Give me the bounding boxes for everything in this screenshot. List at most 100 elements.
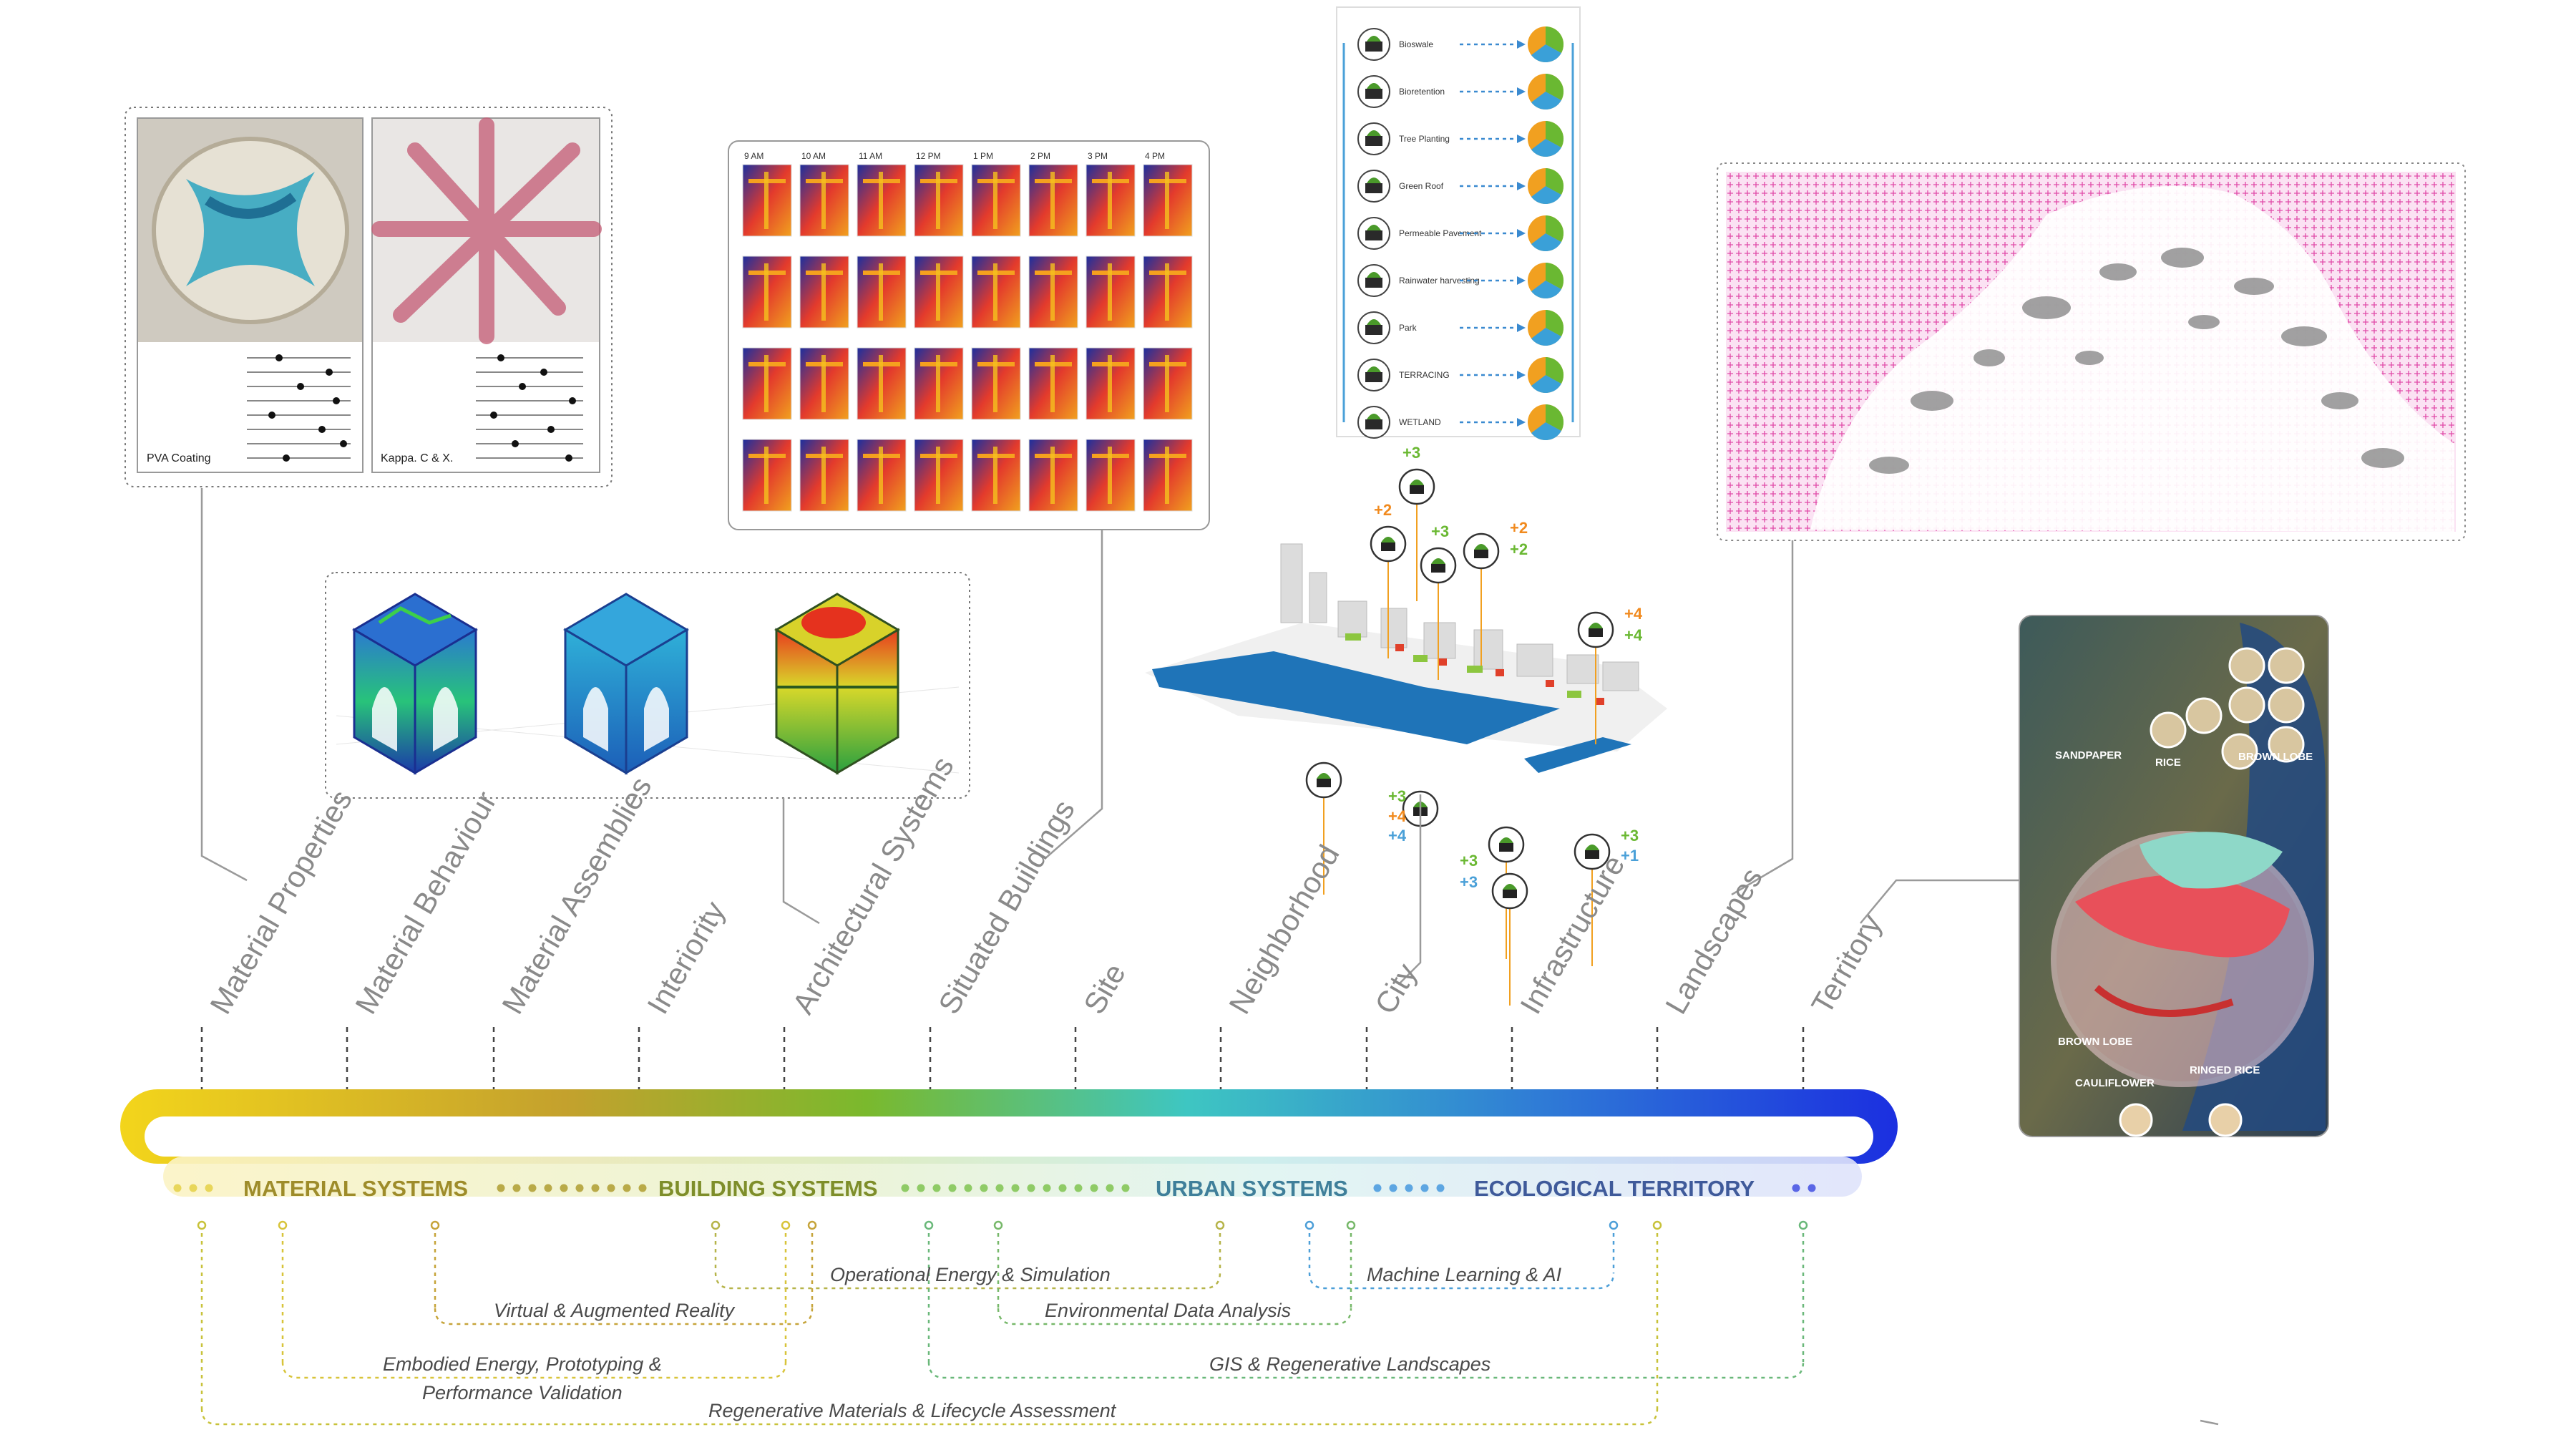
city-badge: +4 xyxy=(1388,827,1407,845)
city-badge: +3 xyxy=(1431,522,1449,540)
heatmap-band xyxy=(1050,447,1055,504)
heatmap-band xyxy=(821,447,826,504)
strategy-label: Tree Planting xyxy=(1399,134,1450,144)
band-dot xyxy=(205,1184,213,1192)
tech-connector xyxy=(714,1272,1221,1290)
strategy-icon-glyph xyxy=(1365,183,1382,193)
band-label-1: BUILDING SYSTEMS xyxy=(658,1176,878,1201)
band-dot xyxy=(1436,1184,1445,1192)
heatmap-band xyxy=(1050,172,1055,229)
band-dot xyxy=(1807,1184,1816,1192)
heatmap-band xyxy=(821,263,826,321)
strategy-pie-slice xyxy=(1546,309,1564,336)
band-dot xyxy=(917,1184,925,1192)
band-dot xyxy=(575,1184,584,1192)
material-sample-icon xyxy=(2150,711,2187,749)
strategy-icon-leaf xyxy=(1367,83,1381,89)
map-label: SANDPAPER xyxy=(2055,749,2122,762)
band-dot xyxy=(591,1184,600,1192)
tech-node xyxy=(430,1220,440,1230)
tech-connector xyxy=(281,1361,787,1379)
tech-node xyxy=(711,1220,721,1230)
strategy-icon-glyph xyxy=(1365,136,1382,146)
band-dot xyxy=(638,1184,647,1192)
tech-node xyxy=(1304,1220,1314,1230)
callout-icon-glyph xyxy=(1589,628,1603,637)
band-dot xyxy=(932,1184,941,1192)
level-label-landscapes: Landscapes xyxy=(1659,862,1769,1020)
cube-thermal xyxy=(774,593,900,775)
map-label: RINGED RICE xyxy=(2190,1064,2260,1076)
landscapes-panel xyxy=(1717,162,2466,541)
heatmap-band xyxy=(936,172,940,229)
tech-node xyxy=(993,1220,1003,1230)
heatmap-band xyxy=(993,355,997,412)
map-label: BROWN LOBE xyxy=(2058,1036,2132,1048)
city-badge: +3 xyxy=(1621,827,1639,845)
tech-node xyxy=(924,1220,934,1230)
band-dot xyxy=(1121,1184,1130,1192)
band-dot xyxy=(623,1184,631,1192)
strategy-arrow-head xyxy=(1517,135,1526,143)
level-label-material-behaviour: Material Behaviour xyxy=(348,786,503,1020)
tech-label-2: Virtual & Augmented Reality xyxy=(494,1300,736,1321)
heatmap-band xyxy=(993,172,997,229)
strategy-icon-leaf xyxy=(1367,225,1381,230)
strategy-pie-slice xyxy=(1531,281,1561,299)
band-dot xyxy=(528,1184,537,1192)
tech-label-4: Embodied Energy, Prototyping & xyxy=(383,1353,662,1375)
cube-stress xyxy=(563,593,689,775)
level-label-site: Site xyxy=(1077,958,1132,1019)
strategy-pie-slice xyxy=(1531,233,1561,252)
callout-icon-leaf xyxy=(1410,480,1424,485)
strategy-icon-glyph xyxy=(1365,325,1382,335)
heatmap-band xyxy=(1108,355,1112,412)
strategy-label: Bioswale xyxy=(1399,39,1433,49)
city-badge: +2 xyxy=(1510,519,1528,537)
callout-icon-glyph xyxy=(1503,890,1517,898)
level-label-material-properties: Material Properties xyxy=(203,784,358,1020)
strategy-icon-glyph xyxy=(1365,230,1382,240)
strategy-pie-slice xyxy=(1546,356,1564,384)
heatmap-band xyxy=(1165,263,1169,321)
tech-node xyxy=(1652,1220,1662,1230)
material-sample-icon xyxy=(2228,686,2265,724)
strategy-pie-slice xyxy=(1546,73,1564,100)
strategy-label: WETLAND xyxy=(1399,417,1441,427)
callout-icon-glyph xyxy=(1410,485,1424,494)
heatmap-band xyxy=(993,263,997,321)
strategy-label: Permeable Pavement xyxy=(1399,228,1482,238)
tech-connector xyxy=(434,1308,814,1325)
strategy-pie-slice xyxy=(1531,328,1561,346)
material-sample-icon xyxy=(2185,697,2223,734)
strategy-label: Bioretention xyxy=(1399,87,1445,97)
callout-icon-leaf xyxy=(1585,845,1599,850)
tech-connector xyxy=(1308,1272,1615,1290)
heatmap-band xyxy=(936,447,940,504)
strategy-pie-slice xyxy=(1546,167,1564,195)
heatmap-band xyxy=(936,355,940,412)
callout-icon-leaf xyxy=(1503,884,1517,890)
tech-node xyxy=(1798,1220,1808,1230)
heatmap-band xyxy=(764,263,769,321)
strategy-pie-slice xyxy=(1531,44,1561,63)
band-dot xyxy=(1090,1184,1098,1192)
heatmap-band xyxy=(936,263,940,321)
strategy-icon-leaf xyxy=(1367,130,1381,136)
tech-label-1: Machine Learning & AI xyxy=(1367,1264,1562,1285)
city-badge: +3 xyxy=(1388,787,1406,805)
callout-icon-glyph xyxy=(1474,550,1488,558)
band-dot xyxy=(1389,1184,1397,1192)
heatmap-time-label: 11 AM xyxy=(859,151,882,161)
band-dot xyxy=(1058,1184,1067,1192)
level-label-interiority: Interiority xyxy=(640,895,731,1019)
strategy-icon-leaf xyxy=(1367,36,1381,42)
heatmap-band xyxy=(1108,172,1112,229)
material-properties-panel: PVA Coating Kappa. C & X. xyxy=(125,107,613,487)
band-dot xyxy=(1011,1184,1020,1192)
band-label-2: URBAN SYSTEMS xyxy=(1156,1176,1348,1201)
callout-icon-leaf xyxy=(1431,558,1445,564)
material-sample-icon xyxy=(2221,733,2258,770)
